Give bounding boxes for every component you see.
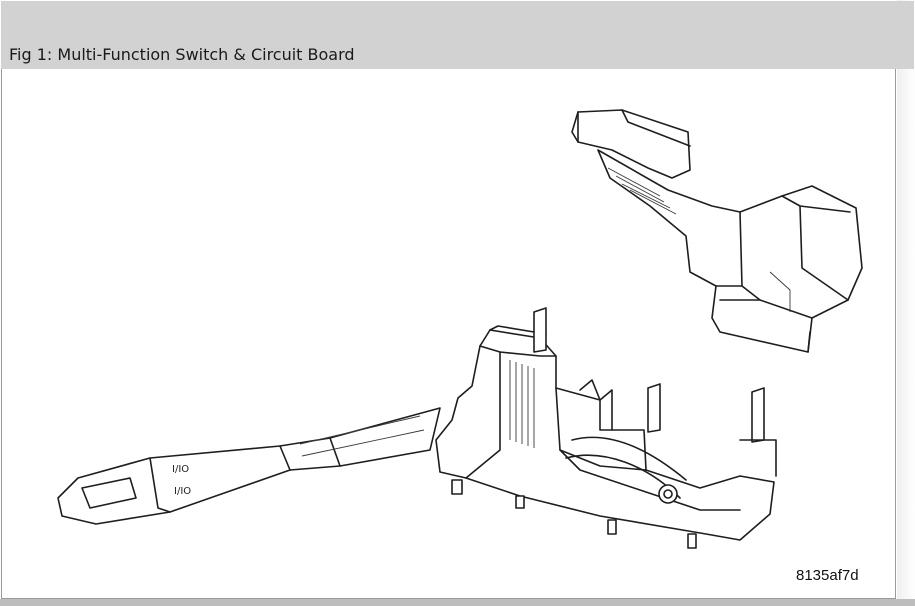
bottom-border-strip	[0, 599, 915, 606]
switch-lever: I/IO I/IO	[57, 407, 441, 525]
lever-marking-lower: I/IO	[174, 486, 191, 497]
figure-caption: Fig 1: Multi-Function Switch & Circuit B…	[9, 45, 355, 64]
lever-marking-upper: I/IO	[172, 464, 189, 475]
caption-bar: Fig 1: Multi-Function Switch & Circuit B…	[1, 1, 914, 69]
switch-illustration: I/IO I/IO	[57, 109, 863, 549]
page-edge-shadow	[897, 0, 915, 606]
figure-code: 8135af7d	[796, 567, 859, 584]
circuit-board	[571, 109, 863, 353]
switch-housing	[435, 307, 777, 549]
